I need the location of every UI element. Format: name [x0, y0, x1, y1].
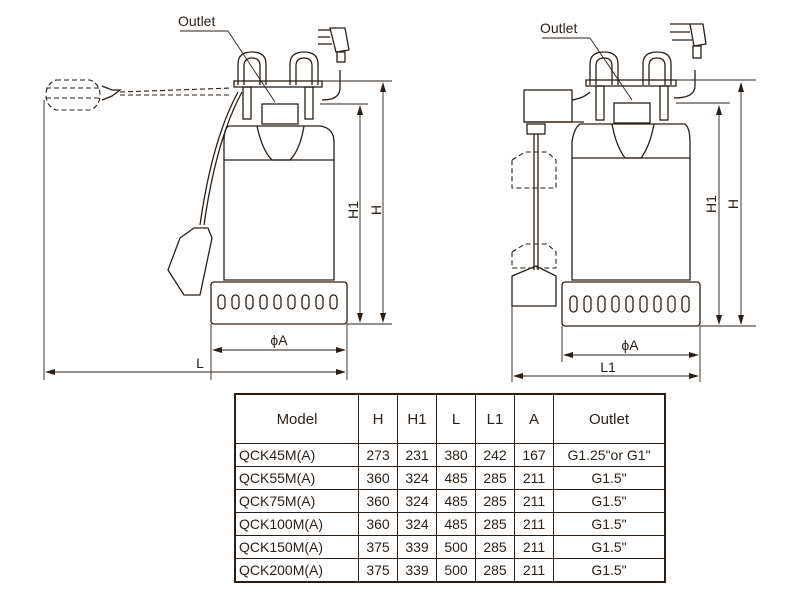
left-housing [223, 125, 335, 281]
left-dim-h1-label: H1 [345, 201, 361, 219]
right-outlet-leader [589, 37, 633, 101]
left-top-plate [233, 80, 323, 88]
col-outlet: Outlet [553, 393, 666, 444]
right-float-dashed-upper [511, 151, 557, 189]
right-housing [571, 123, 691, 281]
right-dim-l1-label: L1 [600, 359, 616, 375]
right-power-cable [673, 70, 696, 99]
right-dim-h-label: H [725, 199, 741, 209]
left-dim-a-label: ϕA [270, 332, 288, 348]
col-l1: L1 [475, 393, 515, 444]
left-base-vents [217, 294, 338, 310]
left-float-cable [199, 91, 239, 226]
col-l: L [436, 393, 476, 444]
right-handle-1 [589, 51, 619, 85]
right-handle-2 [642, 51, 672, 85]
left-dim-l-label: L [196, 355, 204, 371]
right-pump-view: Outlet [511, 20, 756, 382]
left-float-dashed [45, 79, 101, 111]
col-h1: H1 [397, 393, 437, 444]
right-outlet-label: Outlet [540, 20, 577, 36]
right-plug-icon [670, 23, 707, 59]
col-a: A [514, 393, 554, 444]
right-dim-a-label: ϕA [621, 337, 639, 353]
left-outlet-label: Outlet [178, 13, 215, 29]
right-dim-h1-label: H1 [703, 195, 719, 213]
right-switch-box [523, 89, 573, 123]
right-base-vents [569, 295, 690, 313]
left-float-switch [167, 227, 213, 296]
col-model: Model [234, 393, 359, 444]
col-h: H [358, 393, 398, 444]
left-base [210, 281, 348, 325]
left-pump-view: Outlet [43, 13, 392, 380]
left-handle-2 [289, 51, 319, 85]
right-float-dashed-lower [511, 243, 557, 269]
left-power-cable [321, 70, 341, 101]
left-motor-cap [261, 103, 299, 125]
pump-drawings: Outlet [43, 13, 756, 382]
left-outlet-leader [227, 30, 276, 103]
right-base [561, 281, 701, 327]
left-plug-icon [318, 27, 350, 63]
left-dim-h-label: H [368, 205, 384, 215]
table-header-row: Model H H1 L L1 A Outlet [234, 393, 666, 444]
right-float-switch [511, 265, 557, 307]
left-handle-1 [237, 51, 267, 85]
